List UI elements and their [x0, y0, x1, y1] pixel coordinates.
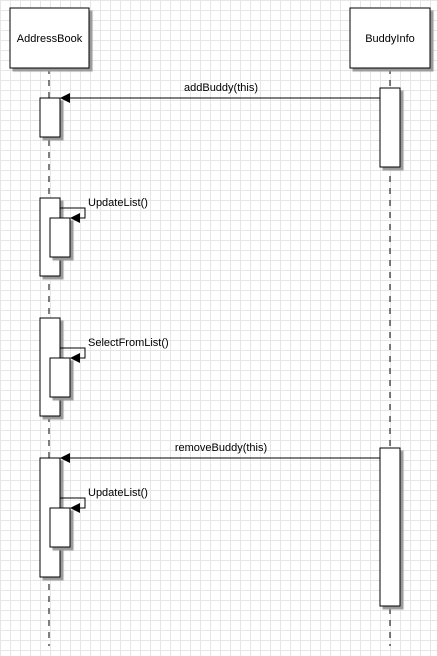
- message-label: removeBuddy(this): [175, 442, 267, 454]
- message-add-buddy[interactable]: addBuddy(this): [60, 82, 380, 103]
- arrowhead-icon: [70, 213, 80, 223]
- participant-addressbook[interactable]: AddressBook: [9, 7, 90, 69]
- message-update-list-2[interactable]: UpdateList(): [60, 487, 148, 513]
- activation-bar[interactable]: [49, 507, 71, 548]
- activation-bar[interactable]: [379, 447, 401, 607]
- participant-label: BuddyInfo: [365, 33, 415, 45]
- message-label: SelectFromList(): [88, 337, 169, 349]
- arrowhead-icon: [60, 453, 70, 463]
- message-label: addBuddy(this): [184, 82, 258, 94]
- activation-bar[interactable]: [49, 357, 71, 398]
- arrowhead-icon: [70, 353, 80, 363]
- message-label: UpdateList(): [88, 197, 148, 209]
- participant-label: AddressBook: [17, 33, 83, 45]
- activation-bar[interactable]: [49, 217, 71, 258]
- message-update-list-1[interactable]: UpdateList(): [60, 197, 148, 223]
- message-label: UpdateList(): [88, 487, 148, 499]
- message-select-from-list[interactable]: SelectFromList(): [60, 337, 169, 363]
- activation-bar[interactable]: [379, 87, 401, 168]
- message-remove-buddy[interactable]: removeBuddy(this): [60, 442, 380, 463]
- participant-buddyinfo[interactable]: BuddyInfo: [349, 7, 431, 69]
- arrowhead-icon: [70, 503, 80, 513]
- arrowhead-icon: [60, 93, 70, 103]
- activation-bar[interactable]: [39, 97, 61, 138]
